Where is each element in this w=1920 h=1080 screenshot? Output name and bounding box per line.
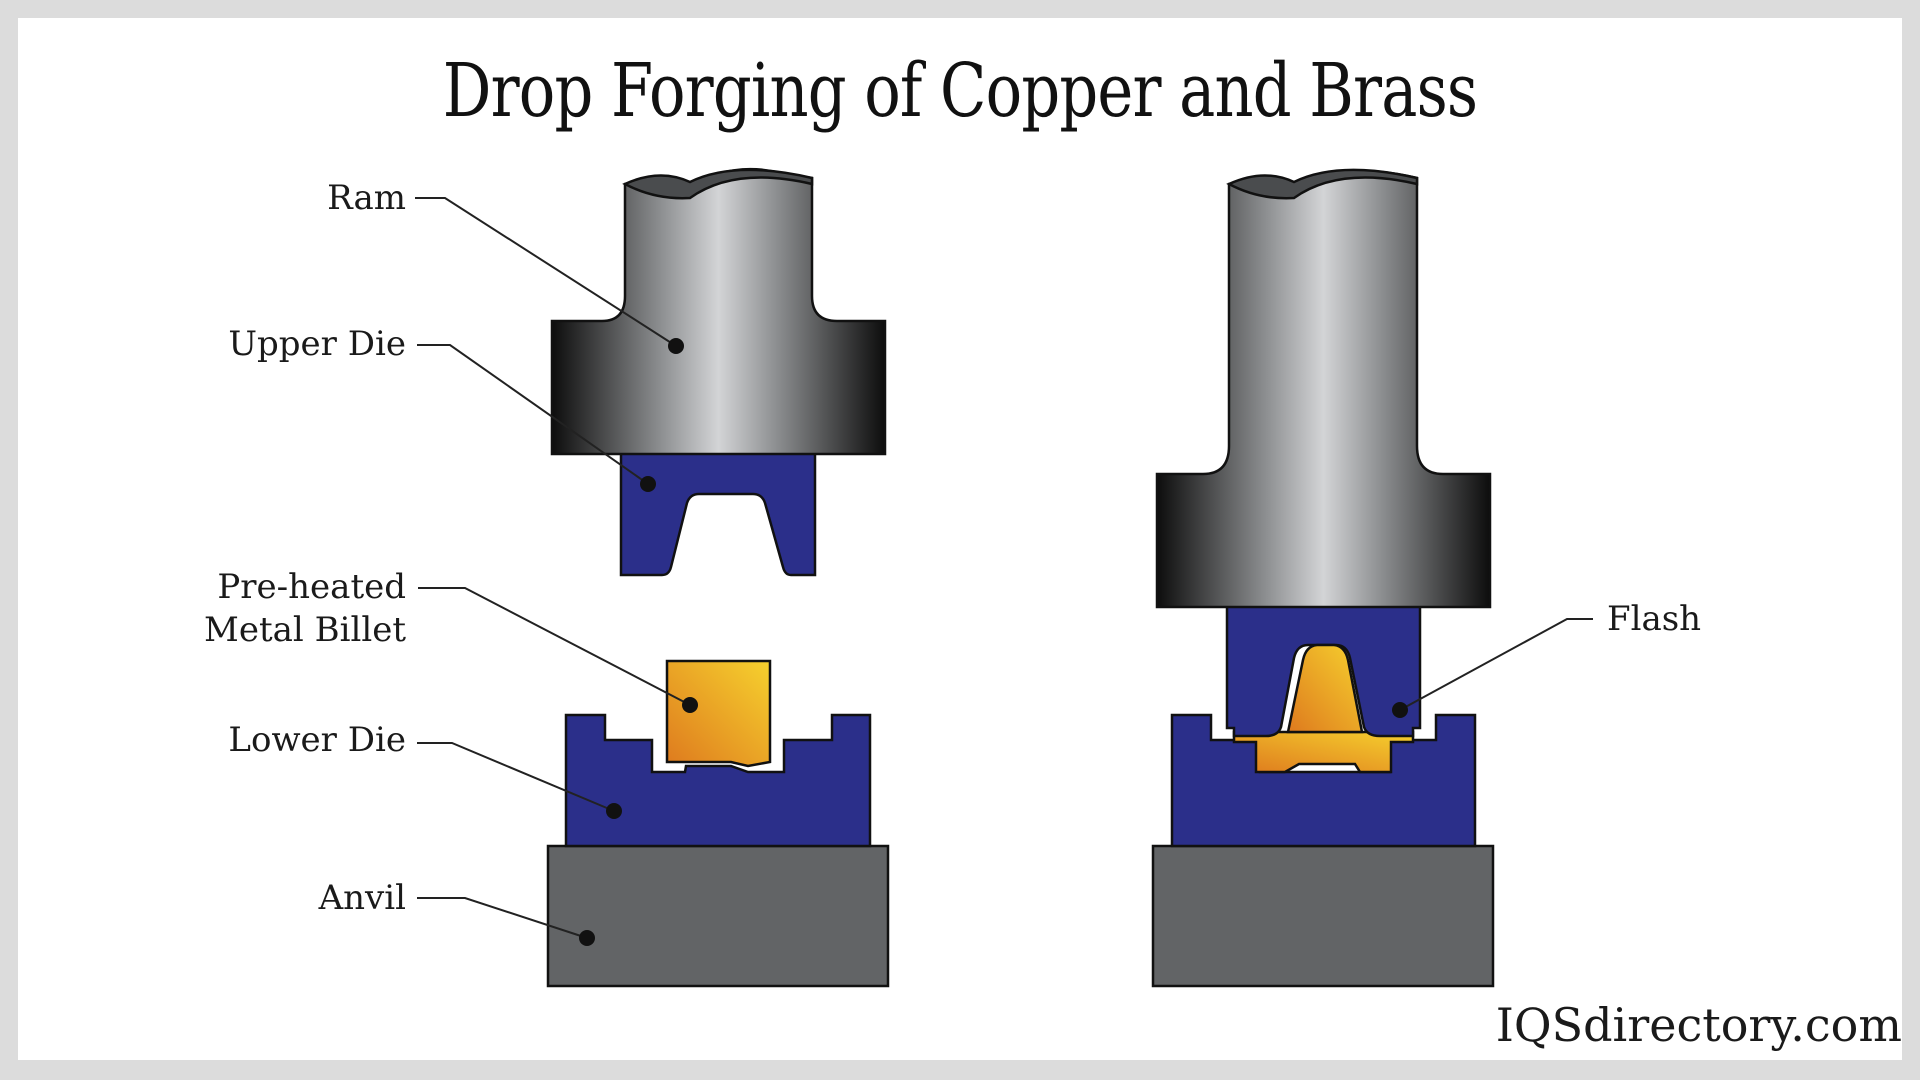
leader-billet: [418, 587, 691, 706]
leader-dots: [579, 338, 1408, 946]
diagram-frame: [18, 18, 1902, 1060]
page-title: Drop Forging of Copper and Brass: [442, 48, 1478, 134]
dot-billet: [682, 697, 698, 713]
leader-lower-die: [417, 742, 615, 812]
anvil-right: [1151, 844, 1495, 988]
leader-upper-die: [417, 344, 649, 485]
label-billet-line1: Pre-heated: [217, 567, 406, 607]
leader-lines: [415, 197, 1593, 939]
label-ram: Ram: [327, 178, 406, 218]
right-assembly: [1151, 168, 1495, 988]
dot-ram: [668, 338, 684, 354]
leader-anvil: [417, 897, 588, 939]
ram-top-right: [1226, 168, 1419, 200]
dot-upper-die: [640, 476, 656, 492]
brand-watermark: IQSdirectory.com: [1495, 998, 1902, 1052]
ram-top-left: [622, 168, 814, 200]
left-assembly: [546, 167, 890, 988]
lower-die-left: [564, 713, 872, 848]
anvil-left: [546, 844, 890, 988]
label-flash: Flash: [1607, 599, 1702, 639]
label-lower-die: Lower Die: [228, 720, 406, 760]
label-billet-line2: Metal Billet: [204, 610, 406, 650]
leader-flash: [1399, 618, 1593, 711]
leader-ram: [415, 197, 677, 347]
ram-right: [1155, 169, 1492, 609]
ram-left: [550, 167, 887, 456]
forged-part-right: [1232, 730, 1415, 774]
label-upper-die: Upper Die: [228, 324, 406, 364]
dot-anvil: [579, 930, 595, 946]
dot-flash: [1392, 702, 1408, 718]
label-anvil: Anvil: [318, 878, 406, 918]
forged-core-right: [1286, 643, 1364, 734]
billet-left: [665, 659, 772, 768]
dot-lower-die: [606, 803, 622, 819]
upper-die-left: [619, 450, 817, 577]
